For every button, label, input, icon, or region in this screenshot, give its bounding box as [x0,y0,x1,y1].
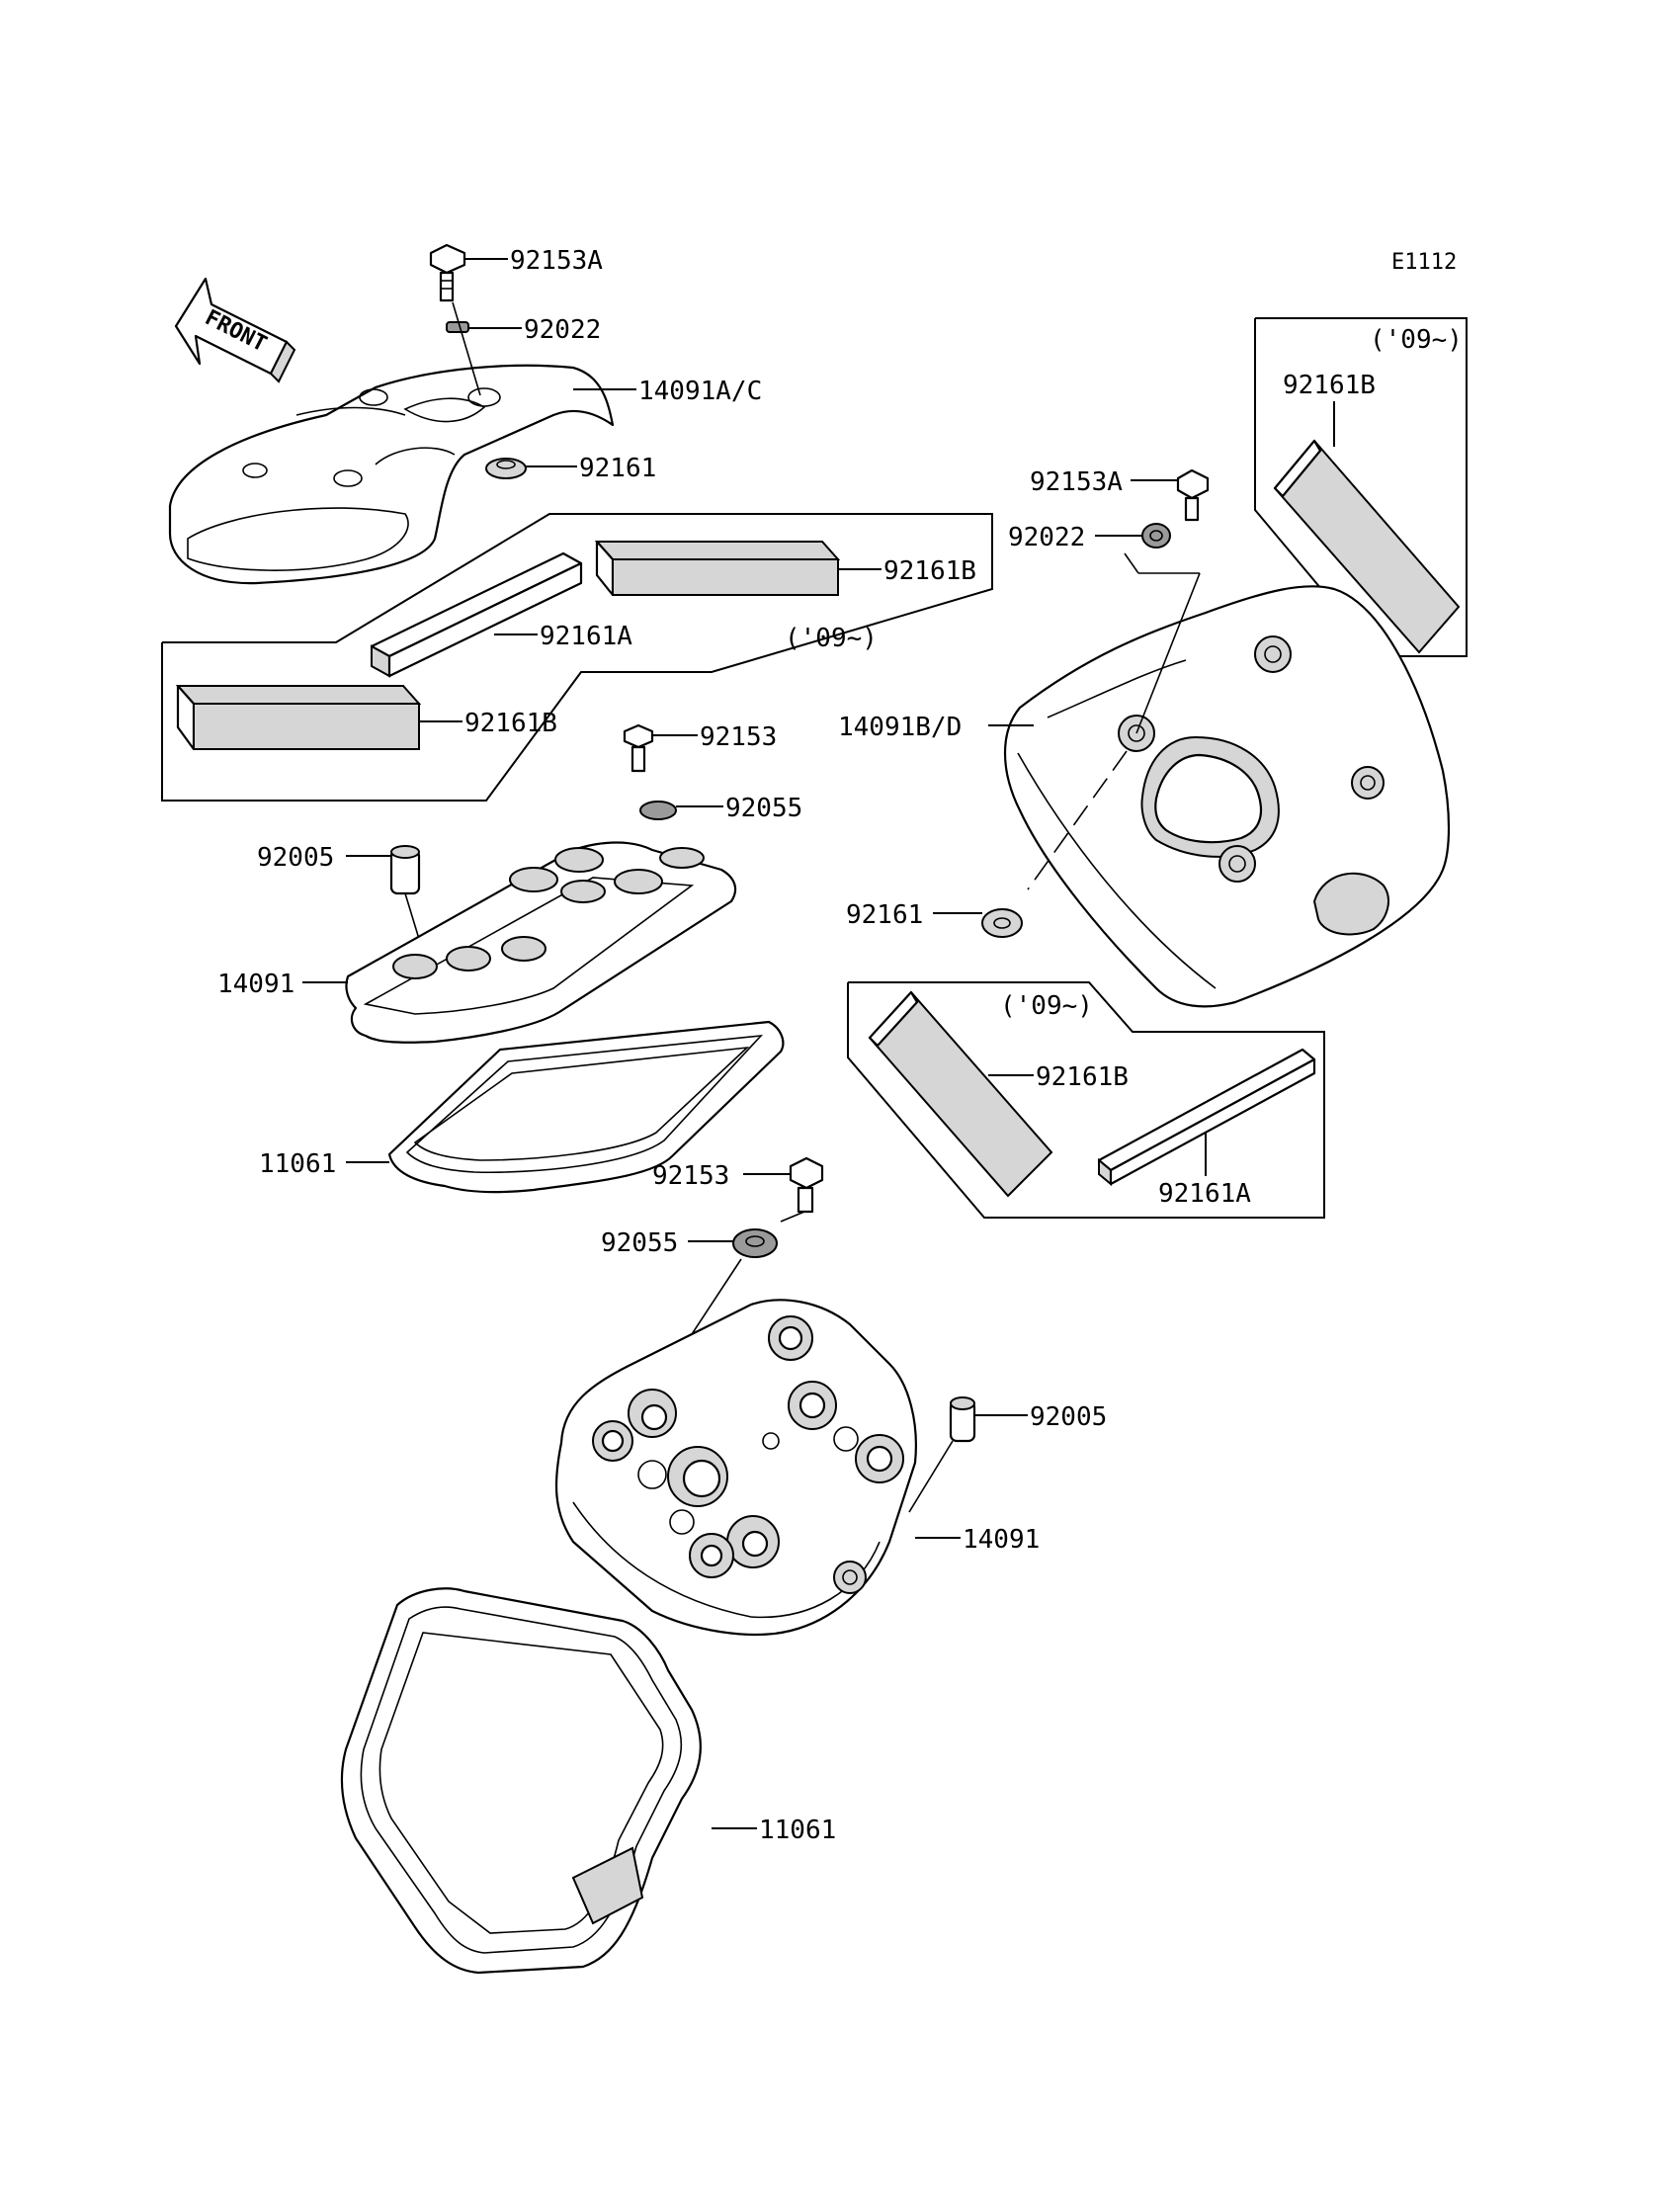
rear-grommet-part [981,908,1023,938]
upper-dowel-part [389,845,421,895]
upper-cap-bolt-label: 92153 [700,722,777,752]
top-washer-part [446,321,469,333]
upper-head-cover-part [345,841,737,1044]
lower-gasket-label: 11061 [759,1816,836,1845]
lower-dowel-label: 92005 [1030,1402,1107,1432]
front-strip-b-lower-part [175,684,422,751]
upper-gasket-label: 11061 [259,1149,336,1179]
front-strip-b-upper-label: 92161B [883,556,976,586]
rear-cover-label: 14091B/D [838,713,962,742]
lower-dowel-part [949,1396,976,1443]
upper-dowel-label: 92005 [257,843,334,873]
rear-year-note-bottom: ('09~) [1000,991,1093,1021]
rear-strip-b-bottom-label: 92161B [1036,1062,1129,1092]
rear-strip-a-bottom-part [1097,1048,1316,1187]
rear-grommet-label: 92161 [846,900,923,930]
rear-bolt-part [1176,468,1210,522]
rear-cover-part [1004,585,1451,1008]
rear-bolt-label: 92153A [1030,467,1123,497]
upper-head-cover-label: 14091 [217,970,294,999]
upper-cap-washer-label: 92055 [725,794,802,823]
rear-strip-b-top-label: 92161B [1283,371,1376,400]
front-strip-a-part [370,551,583,678]
rear-washer-part [1141,523,1171,549]
upper-cap-bolt-part [623,723,654,773]
lower-cap-bolt-label: 92153 [652,1161,729,1191]
lower-head-cover-part [554,1299,917,1636]
lower-gasket-part [340,1587,702,1975]
rear-year-note-top: ('09~) [1370,325,1463,355]
front-strip-b-upper-part [594,540,841,597]
front-cover-label: 14091A/C [638,377,762,406]
front-arrow-icon: FRONT [174,277,296,383]
front-cover-part [168,364,615,585]
lower-cap-washer-part [732,1228,778,1258]
top-washer-label: 92022 [524,315,601,345]
rear-strip-b-bottom-part [868,990,1053,1198]
diagram-code: E1112 [1391,250,1457,275]
top-bolt-label: 92153A [510,246,603,276]
upper-cap-washer-part [639,801,677,820]
rear-washer-label: 92022 [1008,523,1085,552]
lower-head-cover-label: 14091 [963,1525,1040,1555]
front-strip-b-lower-label: 92161B [464,709,557,738]
front-strip-a-label: 92161A [540,622,632,651]
rear-strip-b-top-part [1273,439,1461,654]
rear-strip-a-bottom-label: 92161A [1158,1179,1251,1209]
front-variant-box [161,513,993,802]
front-grommet-label: 92161 [579,454,656,483]
lower-cap-washer-label: 92055 [601,1228,678,1258]
upper-gasket-part [387,1020,785,1194]
top-bolt-part [429,243,466,302]
rear-variant-box-top [1254,317,1468,657]
rear-variant-box-bottom [847,981,1325,1219]
front-year-note: ('09~) [785,624,878,653]
lower-cap-bolt-part [789,1156,824,1214]
